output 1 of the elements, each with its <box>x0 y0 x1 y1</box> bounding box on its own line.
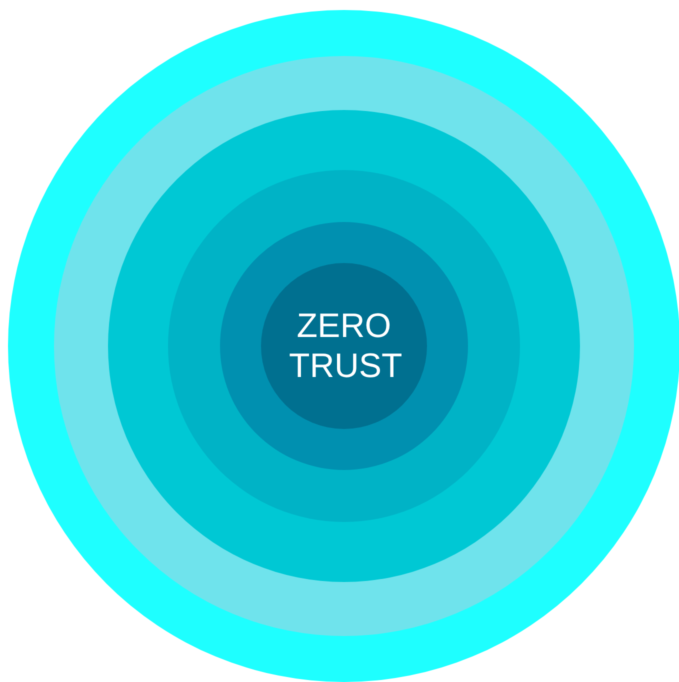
center-label: ZERO TRUST <box>289 306 399 386</box>
